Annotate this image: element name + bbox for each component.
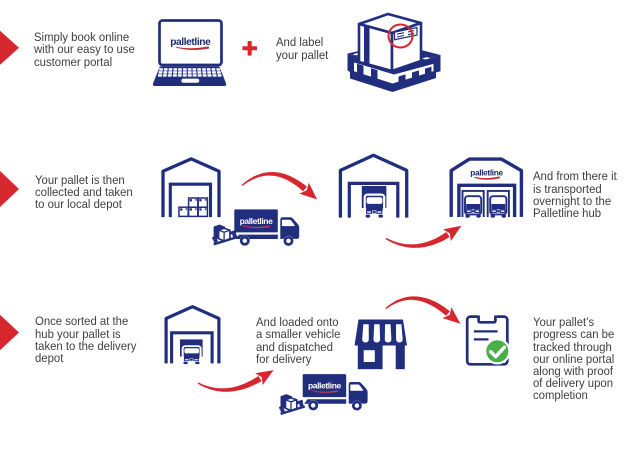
svg-text:palletline: palletline [170, 37, 211, 48]
svg-text:palletline: palletline [240, 216, 274, 226]
svg-text:palletline: palletline [308, 381, 342, 391]
svg-text:palletline: palletline [470, 167, 503, 177]
